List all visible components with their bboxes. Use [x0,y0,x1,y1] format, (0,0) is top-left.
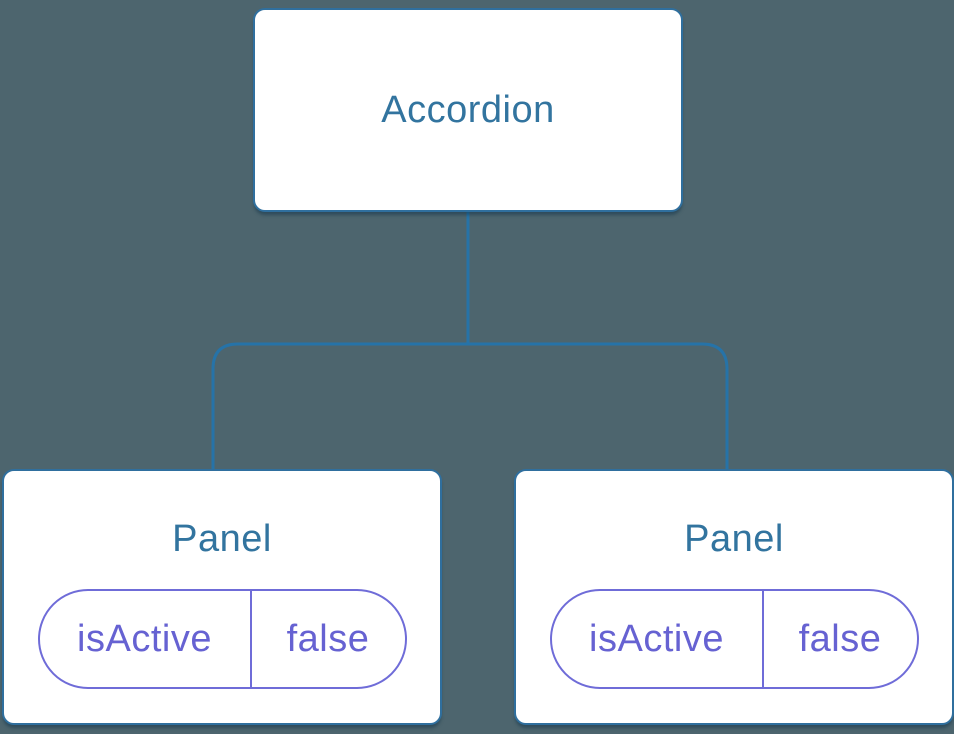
node-panel-left: Panel isActive false [2,469,442,725]
state-value-left: false [286,617,370,660]
node-panel-left-label: Panel [172,518,272,560]
node-panel-right: Panel isActive false [514,469,954,725]
state-key-left: isActive [40,591,252,687]
node-accordion: Accordion [253,8,683,212]
node-accordion-label: Accordion [381,89,555,131]
node-panel-right-label: Panel [684,518,784,560]
state-key-right: isActive [552,591,764,687]
state-pill-right: isActive false [549,589,919,689]
state-pill-left: isActive false [37,589,407,689]
children-bracket-line [211,342,729,475]
state-value-right: false [798,617,882,660]
